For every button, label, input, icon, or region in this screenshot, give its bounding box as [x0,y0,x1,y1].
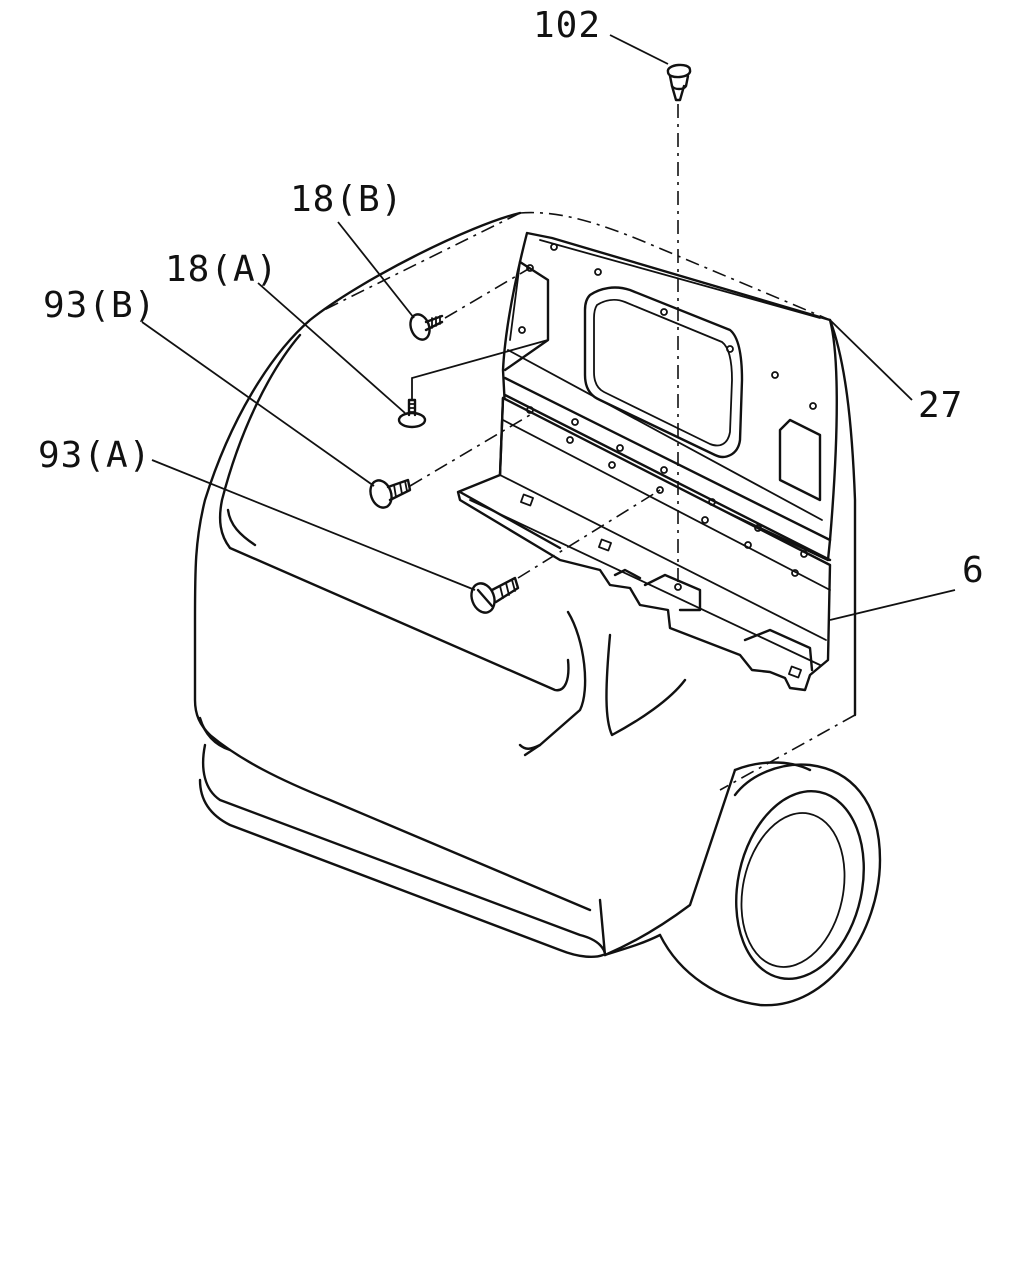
screw-18b [409,313,444,341]
rear-panel-trim-27 [501,231,838,562]
screw-93a [470,576,520,614]
floor-panel-trim-6 [456,396,832,692]
stud-18a [397,398,427,429]
callout-27: 27 [918,385,964,426]
callout-6: 6 [962,550,985,591]
push-clip-102 [666,63,692,102]
callout-93a: 93(A) [38,435,152,476]
callout-102: 102 [533,5,602,46]
rear-wheel [658,763,882,1007]
screw-93b [369,478,412,509]
rear-panel-holes [518,243,817,410]
floor-panel-holes [526,406,808,577]
callout-93b: 93(B) [43,285,157,326]
vehicle-body-outline [193,211,857,959]
callout-18a: 18(A) [165,249,279,290]
leader-lines [141,34,956,621]
callout-18b: 18(B) [290,179,404,220]
